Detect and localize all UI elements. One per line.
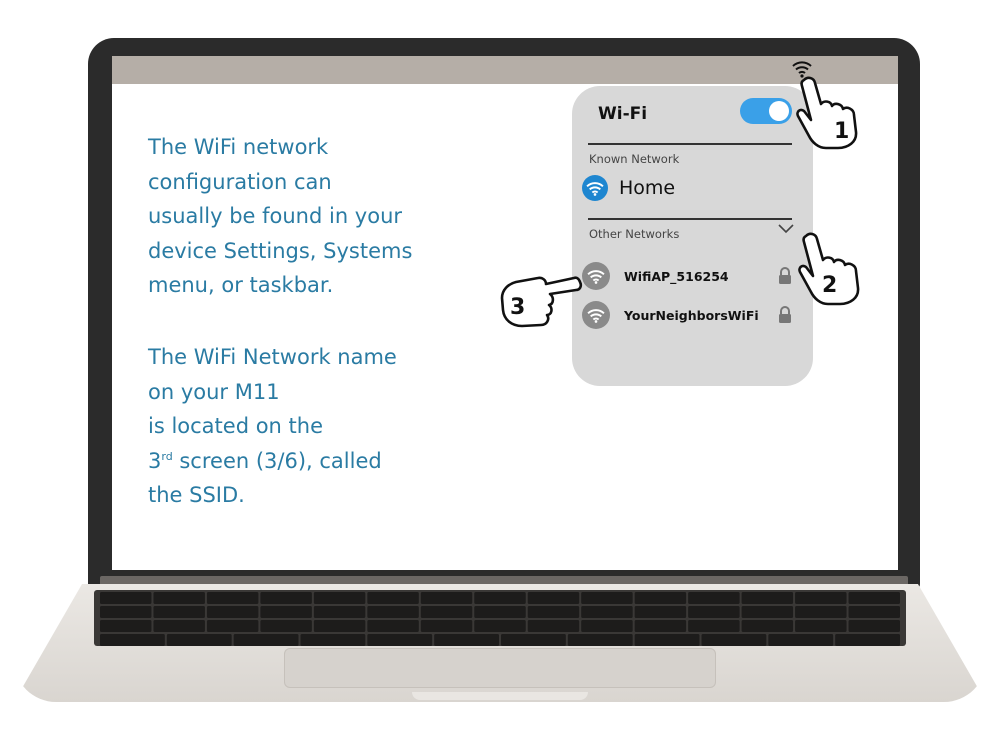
key bbox=[581, 620, 633, 632]
network-name: WifiAP_516254 bbox=[624, 268, 729, 284]
menu-bar bbox=[112, 56, 898, 84]
key bbox=[100, 606, 152, 618]
key bbox=[313, 606, 366, 618]
key bbox=[741, 592, 794, 604]
key bbox=[741, 606, 794, 618]
key bbox=[367, 634, 433, 646]
instruction-text-cont: screen (3/6), called the SSID. bbox=[148, 448, 382, 508]
key bbox=[527, 606, 580, 618]
key bbox=[100, 620, 152, 632]
key bbox=[501, 634, 566, 646]
step-number: 3 bbox=[510, 295, 525, 320]
lock-icon bbox=[779, 306, 791, 323]
key bbox=[313, 620, 366, 632]
laptop-front-lip bbox=[412, 692, 588, 700]
key bbox=[768, 634, 834, 646]
key bbox=[634, 634, 700, 646]
wifi-toggle[interactable] bbox=[740, 98, 792, 124]
key bbox=[527, 592, 580, 604]
key bbox=[474, 606, 526, 618]
keyboard bbox=[94, 590, 906, 646]
key bbox=[634, 606, 687, 618]
key bbox=[420, 592, 473, 604]
instruction-paragraph-1: The WiFi network configuration can usual… bbox=[148, 135, 413, 297]
pointing-hand-icon: 1 bbox=[796, 76, 858, 150]
key bbox=[313, 592, 366, 604]
key bbox=[795, 592, 847, 604]
key bbox=[153, 606, 205, 618]
key bbox=[835, 634, 900, 646]
wifi-icon bbox=[582, 175, 608, 201]
menubar-wifi-icon[interactable] bbox=[792, 60, 812, 78]
key bbox=[166, 634, 232, 646]
network-name: YourNeighborsWiFi bbox=[624, 307, 759, 323]
key bbox=[581, 592, 633, 604]
known-network-name: Home bbox=[619, 177, 676, 199]
key bbox=[100, 592, 152, 604]
key bbox=[795, 620, 847, 632]
divider bbox=[588, 218, 792, 220]
key bbox=[260, 620, 312, 632]
toggle-knob bbox=[769, 101, 789, 121]
lock-icon bbox=[779, 267, 791, 284]
key bbox=[688, 606, 740, 618]
wifi-panel-title: Wi-Fi bbox=[598, 104, 648, 124]
key bbox=[153, 620, 205, 632]
key bbox=[701, 634, 767, 646]
key bbox=[795, 606, 847, 618]
key bbox=[300, 634, 366, 646]
instruction-text: The WiFi Network name on your M11 is loc… bbox=[148, 345, 397, 473]
key bbox=[634, 620, 687, 632]
key bbox=[474, 592, 526, 604]
pointing-hand-icon: 2 bbox=[798, 232, 860, 306]
wifi-icon bbox=[582, 262, 610, 290]
key bbox=[153, 592, 205, 604]
divider bbox=[588, 143, 792, 145]
instruction-paragraph-2: The WiFi Network name on your M11 is loc… bbox=[148, 340, 468, 513]
key bbox=[688, 620, 740, 632]
key bbox=[260, 592, 312, 604]
key bbox=[581, 606, 633, 618]
pointing-hand-icon: 3 bbox=[500, 276, 583, 328]
key bbox=[741, 620, 794, 632]
key bbox=[420, 620, 473, 632]
wifi-icon bbox=[582, 301, 610, 329]
known-network-label: Known Network bbox=[589, 152, 680, 166]
key bbox=[206, 606, 259, 618]
key bbox=[367, 592, 419, 604]
wifi-panel: Wi-Fi Known Network Home Other Networks bbox=[572, 86, 813, 386]
ordinal-suffix: rd bbox=[161, 449, 173, 463]
known-network-home[interactable]: Home bbox=[582, 174, 675, 202]
network-row-neighbors[interactable]: YourNeighborsWiFi bbox=[582, 301, 792, 329]
key bbox=[567, 634, 633, 646]
key bbox=[100, 634, 165, 646]
key bbox=[848, 606, 900, 618]
other-networks-label: Other Networks bbox=[589, 227, 680, 241]
key bbox=[848, 620, 900, 632]
key bbox=[474, 620, 526, 632]
trackpad bbox=[284, 648, 716, 688]
key bbox=[206, 620, 259, 632]
key bbox=[848, 592, 900, 604]
laptop-screen: The WiFi network configuration can usual… bbox=[112, 56, 898, 570]
network-row-wifiap[interactable]: WifiAP_516254 bbox=[582, 262, 792, 290]
key bbox=[434, 634, 499, 646]
key bbox=[260, 606, 312, 618]
key bbox=[233, 634, 299, 646]
key bbox=[527, 620, 580, 632]
key bbox=[367, 606, 419, 618]
key bbox=[688, 592, 740, 604]
step-number: 1 bbox=[834, 119, 849, 144]
step-number: 2 bbox=[822, 273, 837, 298]
chevron-down-icon[interactable] bbox=[778, 224, 794, 234]
key bbox=[420, 606, 473, 618]
key bbox=[634, 592, 687, 604]
key bbox=[206, 592, 259, 604]
key bbox=[367, 620, 419, 632]
